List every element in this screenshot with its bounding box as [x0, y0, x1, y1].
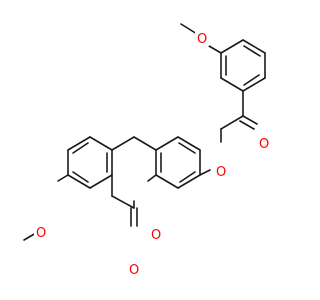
bond [72, 142, 89, 154]
bond [220, 39, 244, 54]
bond [239, 120, 255, 130]
bond [178, 142, 196, 154]
bond [220, 77, 244, 92]
bond [242, 39, 266, 54]
atom-label-o: O [151, 228, 161, 243]
bond [220, 115, 244, 130]
bond [179, 171, 196, 183]
bond [89, 174, 113, 189]
bond [242, 115, 258, 125]
bond [199, 169, 211, 176]
bond [155, 136, 179, 151]
bond [67, 174, 91, 189]
bond [57, 174, 69, 182]
bond [147, 174, 157, 182]
molecule-structure: O O O O O O [23, 23, 271, 278]
atom-labels-group: O O O O O O [34, 31, 271, 278]
atom-label-o: O [197, 32, 207, 47]
bond [111, 195, 135, 209]
bond [155, 174, 179, 189]
molecule-canvas: O O O O O O [23, 23, 271, 278]
bond [177, 174, 201, 189]
bond [208, 45, 222, 54]
bond [89, 136, 113, 151]
bond [67, 136, 91, 151]
bond [180, 23, 198, 35]
atom-label-o: O [216, 165, 226, 180]
bond [72, 171, 89, 183]
atom-label-o: O [36, 226, 46, 241]
bond [111, 136, 135, 151]
bond [242, 77, 266, 92]
atom-label-o: O [259, 137, 269, 152]
atom-label-o: O [129, 263, 139, 278]
bond [243, 45, 261, 57]
bond [177, 136, 201, 151]
bond [243, 74, 260, 86]
bond [133, 136, 157, 151]
bonds-group [23, 23, 266, 241]
